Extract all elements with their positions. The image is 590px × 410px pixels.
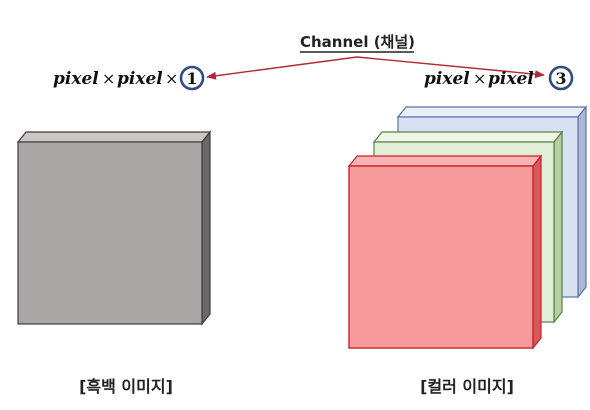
left-formula-times-1: × [102, 69, 115, 88]
right-channel-number: 3 [555, 69, 566, 88]
arrow-to-left-channel [206, 56, 358, 80]
color-caption: [컬러 이미지] [420, 377, 514, 396]
right-formula-term-1: pixel [424, 69, 470, 89]
right-formula-term-2: pixel [488, 69, 534, 89]
left-channel-circle [179, 65, 205, 91]
channel-header: Channel (채널) [300, 33, 415, 51]
left-formula-term-1: pixel [53, 69, 99, 89]
arrow-to-right-channel [356, 56, 545, 79]
left-formula-term-2: pixel [117, 69, 163, 89]
grayscale-caption: [흑백 이미지] [79, 377, 173, 396]
left-channel-number: 1 [186, 69, 197, 88]
right-formula-times-1: × [473, 69, 486, 88]
red-channel-cube [347, 154, 543, 350]
grayscale-channel-cube [16, 130, 212, 326]
left-formula-times-2: × [165, 69, 178, 88]
right-channel-circle [548, 65, 574, 91]
